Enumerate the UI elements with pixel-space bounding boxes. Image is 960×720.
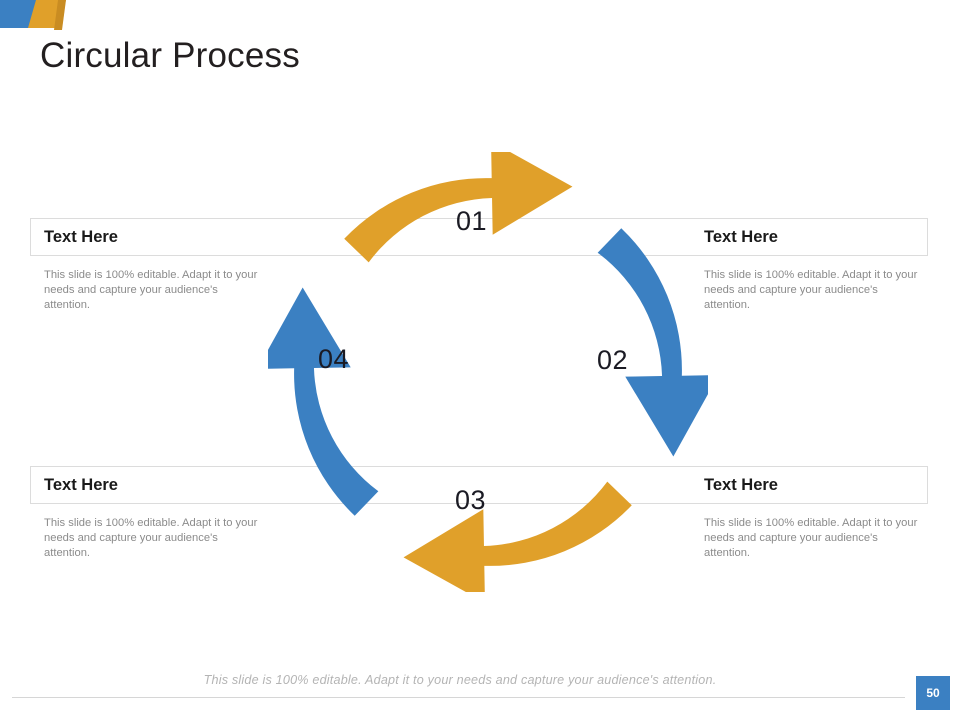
corner-logo (0, 0, 92, 34)
step-number-02: 02 (597, 345, 629, 375)
process-arrow-02 (597, 228, 719, 457)
step-number-04: 04 (318, 344, 350, 374)
panel-body-top-right: This slide is 100% editable. Adapt it to… (704, 269, 918, 311)
panel-heading-top-left[interactable]: Text Here (44, 228, 118, 246)
step-number-03: 03 (455, 485, 487, 515)
process-arrow-01 (344, 141, 573, 263)
panel-body-bottom-right: This slide is 100% editable. Adapt it to… (704, 517, 918, 559)
page-number-badge: 50 (916, 676, 950, 710)
footer-divider (12, 697, 905, 698)
footer-note: This slide is 100% editable. Adapt it to… (203, 673, 717, 687)
panel-heading-top-right[interactable]: Text Here (704, 228, 778, 246)
panel-heading-bottom-left[interactable]: Text Here (44, 476, 118, 494)
circular-process-diagram (257, 141, 719, 603)
process-arrow-03 (403, 481, 632, 603)
heading-bar-bottom (30, 466, 928, 504)
page-title: Circular Process (40, 36, 300, 75)
process-arrow-04 (257, 287, 379, 516)
step-number-01: 01 (456, 206, 488, 236)
panel-body-top-left: This slide is 100% editable. Adapt it to… (44, 269, 258, 311)
panel-heading-bottom-right[interactable]: Text Here (704, 476, 778, 494)
panel-body-bottom-left: This slide is 100% editable. Adapt it to… (44, 517, 258, 559)
heading-bar-top (30, 218, 928, 256)
